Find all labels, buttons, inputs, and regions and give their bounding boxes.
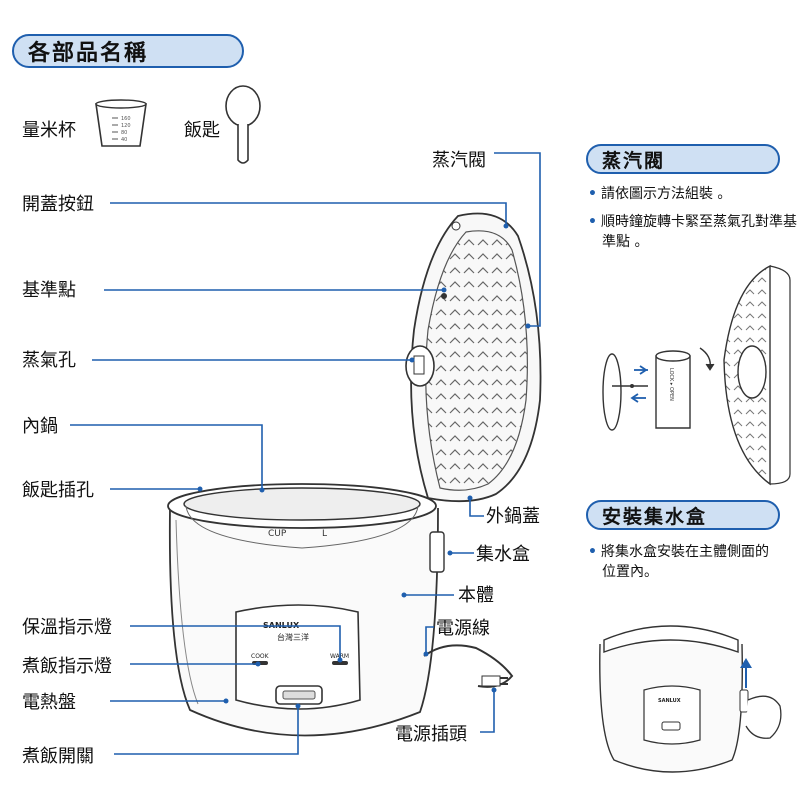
leader-dots — [197, 223, 531, 709]
rice-spoon-icon — [225, 85, 261, 164]
inner-pot-label: 內鍋 — [22, 416, 58, 437]
cook-indicator-label: 煮飯指示燈 — [22, 656, 112, 677]
cup-mark-2: 120 — [121, 123, 131, 129]
valve-lock-text: LOCK ▸ OPEN — [668, 368, 674, 401]
steam-valve-section-title: 蒸汽閥 — [586, 144, 780, 174]
power-plug — [481, 675, 501, 687]
water-box-section-title: 安裝集水盒 — [586, 500, 780, 530]
steam-valve-note-2: •順時鐘旋轉卡緊至蒸氣孔對準基準點 。 — [588, 214, 797, 250]
cup-mark-4: 40 — [121, 137, 127, 143]
hand-icon — [745, 695, 782, 739]
power-plug-label: 電源插頭 — [395, 724, 467, 745]
water-box-note-1: •將集水盒安裝在主體側面的位置內。 — [588, 544, 769, 580]
lid-hinge — [451, 221, 461, 231]
rice-spoon-label: 飯匙 — [184, 120, 220, 141]
cook-switch-label: 煮飯開關 — [22, 746, 94, 767]
outer-lid-label: 外鍋蓋 — [486, 506, 540, 527]
page-title: 各部品名稱 — [12, 34, 244, 68]
measuring-cup-icon: 160 120 80 40 — [95, 99, 147, 147]
body-label: 本體 — [458, 585, 494, 606]
measuring-cup-label: 量米杯 — [22, 120, 76, 141]
reference-point-label: 基準點 — [22, 280, 76, 301]
power-cord-label: 電源線 — [436, 618, 490, 639]
lid-button-label: 開蓋按鈕 — [22, 194, 94, 215]
brand-sub: 台灣三洋 — [277, 632, 309, 642]
warm-indicator-label: 保溫指示燈 — [22, 617, 112, 638]
warm-indicator — [332, 661, 348, 665]
water-box — [429, 531, 445, 573]
steam-valve-assembly-figure: LOCK ▸ OPEN — [602, 264, 791, 486]
steam-hole-label: 蒸氣孔 — [22, 350, 76, 371]
pot-cup-mark: CUP — [268, 529, 287, 539]
outer-lid — [405, 212, 542, 503]
cooker-body: CUP L SANLUX 台灣三洋 COOK WARM — [167, 483, 514, 737]
heating-plate-label: 電熱盤 — [22, 692, 76, 713]
reference-point — [441, 293, 447, 299]
small-brand-logo: SANLUX — [658, 698, 681, 704]
water-box-install-figure: SANLUX — [599, 625, 782, 773]
inner-pot — [183, 487, 421, 521]
steam-valve-label: 蒸汽閥 — [432, 150, 486, 171]
water-box-label: 集水盒 — [476, 544, 530, 565]
cup-mark-1: 160 — [121, 116, 131, 122]
cup-mark-3: 80 — [121, 130, 127, 136]
cook-text: COOK — [251, 653, 270, 660]
spoon-slot-label: 飯匙插孔 — [22, 480, 94, 501]
leader-lines — [70, 152, 541, 755]
pot-l-mark: L — [322, 529, 327, 539]
steam-valve-note-1: •請依圖示方法組裝 。 — [588, 186, 732, 202]
